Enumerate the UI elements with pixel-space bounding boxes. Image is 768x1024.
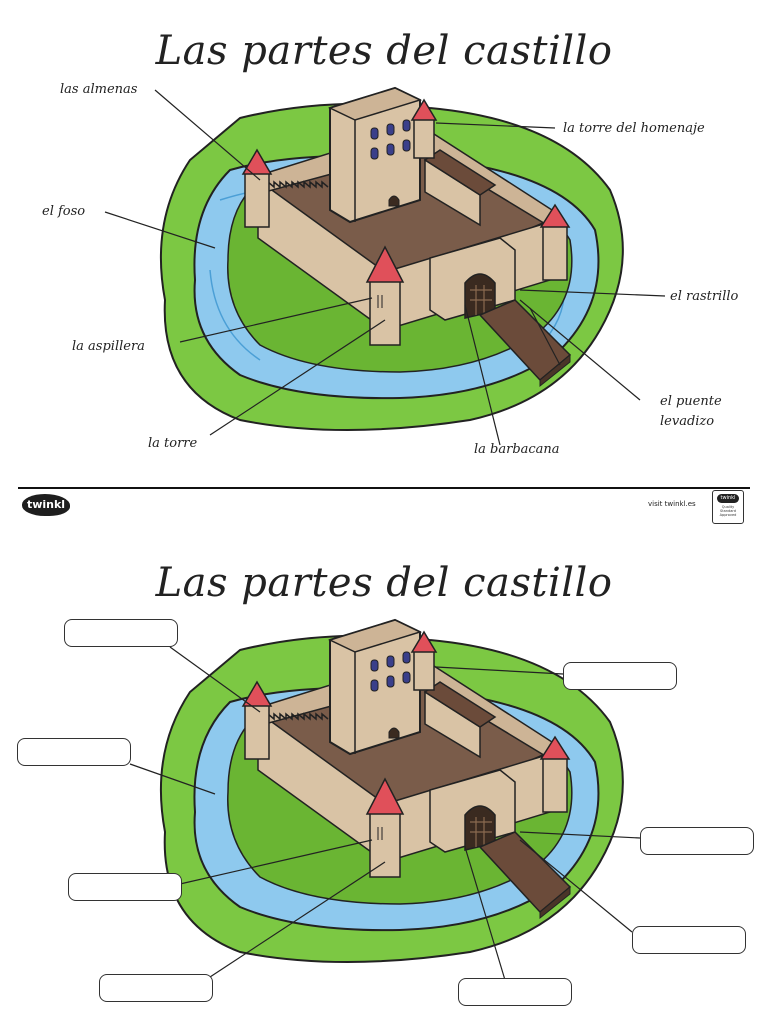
blank-box-barbacana[interactable] — [458, 978, 572, 1006]
blank-box-puente[interactable] — [632, 926, 746, 954]
quality-badge: twinkl Quality Standard Approved — [712, 490, 744, 524]
twinkl-logo: twinkl — [22, 494, 70, 516]
page-title-bottom: Las partes del castillo — [155, 560, 613, 606]
castle-illustration-top — [104, 86, 666, 446]
label-puente-line2: levadizo — [660, 414, 715, 429]
footer-divider — [18, 487, 750, 489]
blank-box-torre[interactable] — [99, 974, 213, 1002]
castle-illustration-bottom — [129, 618, 641, 981]
label-puente-line1: el puente — [660, 394, 722, 409]
badge-logo: twinkl — [717, 494, 739, 503]
label-torre-homenaje: la torre del homenaje — [563, 121, 705, 136]
visit-text: visit twinkl.es — [648, 500, 696, 508]
label-aspillera: la aspillera — [72, 339, 145, 354]
blank-box-rastrillo[interactable] — [640, 827, 754, 855]
label-rastrillo: el rastrillo — [670, 289, 739, 304]
blank-box-aspillera[interactable] — [68, 873, 182, 901]
label-foso: el foso — [42, 204, 86, 219]
label-almenas: las almenas — [60, 82, 138, 97]
blank-box-torre-homenaje[interactable] — [563, 662, 677, 690]
blank-box-foso[interactable] — [17, 738, 131, 766]
blank-box-almenas[interactable] — [64, 619, 178, 647]
badge-text: Quality Standard Approved — [719, 505, 737, 517]
label-torre: la torre — [148, 436, 198, 451]
page-title-top: Las partes del castillo — [155, 28, 613, 74]
label-barbacana: la barbacana — [474, 442, 560, 457]
